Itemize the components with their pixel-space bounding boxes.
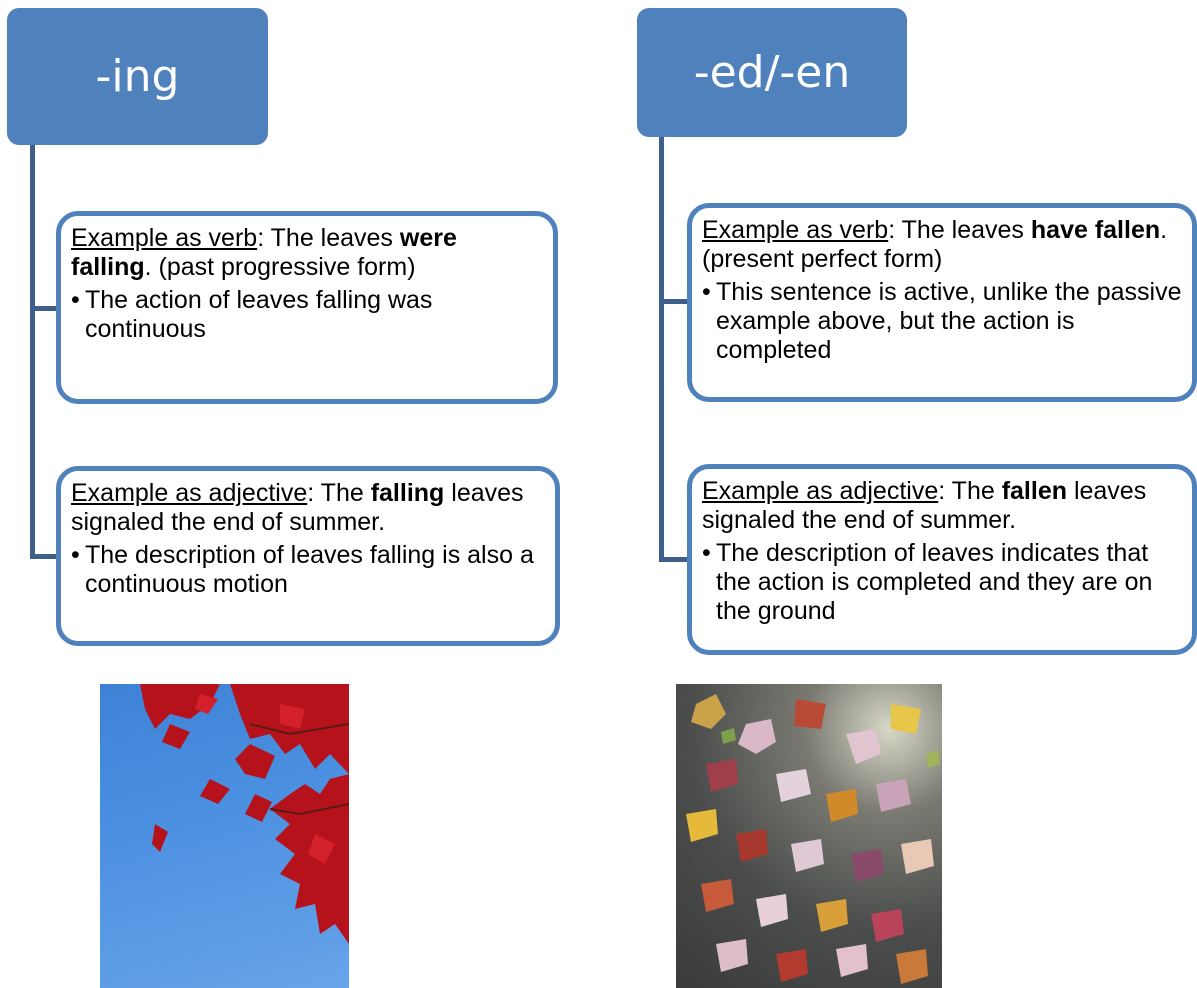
header-ing: -ing bbox=[7, 8, 268, 145]
card-ing-verb-bullet: The action of leaves falling was continu… bbox=[71, 286, 543, 344]
header-ing-label: -ing bbox=[95, 51, 180, 102]
connector-branch-left-1 bbox=[30, 306, 58, 311]
card-ing-verb: Example as verb: The leaves were falling… bbox=[56, 211, 558, 404]
card-ed-verb: Example as verb: The leaves have fallen.… bbox=[687, 203, 1197, 402]
card-ing-adjective: Example as adjective: The falling leaves… bbox=[56, 466, 560, 646]
card-ed-adjective-bullet: The description of leaves indicates that… bbox=[702, 539, 1182, 626]
falling-leaves-image bbox=[140, 684, 349, 944]
card-ing-verb-example: Example as verb: The leaves were falling… bbox=[71, 224, 457, 281]
connector-branch-right-1 bbox=[659, 299, 689, 304]
card-ed-verb-bullet: This sentence is active, unlike the pass… bbox=[702, 278, 1182, 365]
card-ing-adjective-bullets: The description of leaves falling is als… bbox=[71, 541, 545, 599]
header-ed-en-label: -ed/-en bbox=[693, 47, 851, 98]
card-ing-adjective-bullet: The description of leaves falling is als… bbox=[71, 541, 545, 599]
card-ed-adjective-example: Example as adjective: The fallen leaves … bbox=[702, 477, 1147, 534]
photo-falling-leaves bbox=[100, 684, 349, 988]
card-ed-adjective-bullets: The description of leaves indicates that… bbox=[702, 539, 1182, 626]
fallen-leaves-image bbox=[686, 694, 940, 984]
card-ed-adjective: Example as adjective: The fallen leaves … bbox=[687, 464, 1197, 655]
card-ing-adjective-example: Example as adjective: The falling leaves… bbox=[71, 479, 524, 536]
connector-branch-right-2 bbox=[659, 557, 689, 562]
card-ing-verb-bullets: The action of leaves falling was continu… bbox=[71, 286, 543, 344]
photo-fallen-leaves bbox=[676, 684, 942, 988]
card-ed-verb-bullets: This sentence is active, unlike the pass… bbox=[702, 278, 1182, 365]
connector-vertical-right bbox=[659, 137, 664, 562]
header-ed-en: -ed/-en bbox=[637, 8, 907, 137]
connector-vertical-left bbox=[30, 145, 35, 559]
card-ed-verb-example: Example as verb: The leaves have fallen.… bbox=[702, 216, 1168, 273]
connector-branch-left-2 bbox=[30, 554, 58, 559]
